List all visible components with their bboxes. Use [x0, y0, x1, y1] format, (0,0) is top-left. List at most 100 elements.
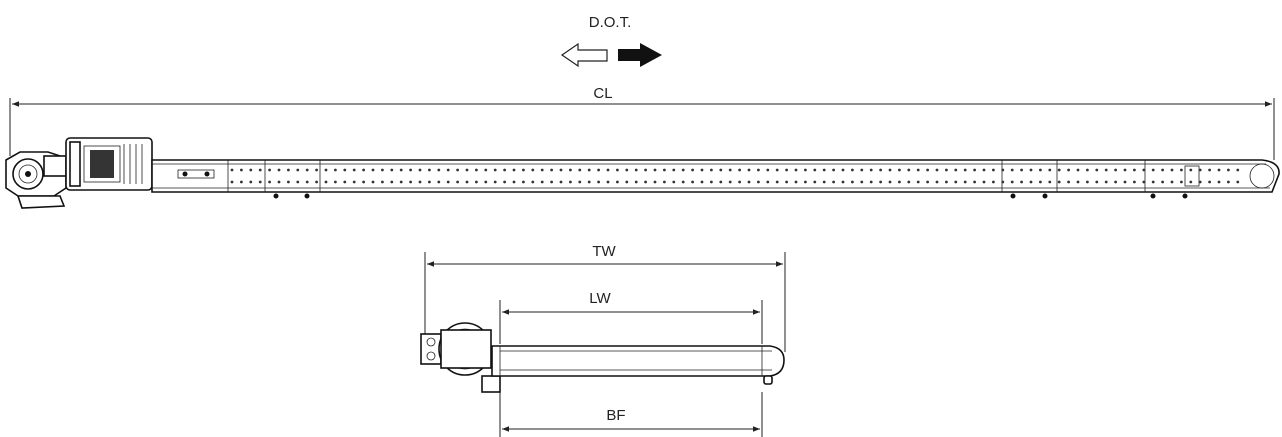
frame-bolt	[681, 168, 685, 172]
frame-bolt	[371, 168, 375, 172]
frame-bolt	[963, 180, 967, 184]
frame-bolt	[569, 180, 572, 184]
idler-pulley-side	[1249, 163, 1275, 189]
frame-bolt	[907, 180, 911, 184]
frame-bolt	[352, 180, 356, 184]
dot-label: D.O.T.	[589, 14, 632, 31]
frame-bolt	[512, 168, 516, 172]
frame-bolt	[268, 180, 271, 184]
frame-bolt	[879, 180, 882, 184]
frame-bolt	[277, 180, 281, 184]
frame-bolt	[1020, 180, 1023, 184]
frame-bolt	[1236, 180, 1240, 184]
frame-bolt	[428, 180, 431, 184]
frame-bolt	[475, 180, 478, 184]
cl-dimension: CL	[9, 85, 1275, 160]
frame-bolt	[1180, 180, 1183, 184]
frame-bolt	[851, 180, 854, 184]
frame-bolt	[898, 180, 901, 184]
frame-bolt	[888, 168, 892, 172]
frame-bolt	[794, 180, 798, 184]
direction-of-travel: D.O.T.	[560, 14, 662, 68]
frame-bolt	[898, 168, 901, 172]
frame-bolt	[1010, 180, 1014, 184]
frame-bolt	[1208, 168, 1211, 172]
frame-bolt	[1029, 168, 1033, 172]
frame-bolt	[1151, 180, 1155, 184]
frame-bolt	[399, 168, 403, 172]
frame-bolt	[343, 168, 347, 172]
frame-bolt	[1001, 168, 1005, 172]
frame-bolt	[1217, 180, 1221, 184]
frame-bolt	[1236, 168, 1240, 172]
frame-bolt	[935, 180, 939, 184]
frame-bolt	[1057, 180, 1061, 184]
frame-bolt	[1067, 168, 1070, 172]
frame-bolt	[390, 180, 394, 184]
frame-bolt	[672, 168, 676, 172]
frame-bolt	[963, 168, 967, 172]
frame-bolt	[766, 180, 770, 184]
lw-dimension: LW	[499, 290, 763, 344]
arrow-right-solid-icon	[618, 43, 662, 67]
frame-bolt	[1151, 168, 1155, 172]
frame-bolt	[785, 168, 788, 172]
conveyor-frame	[151, 159, 1280, 193]
frame-bolt	[371, 180, 375, 184]
frame-bolt	[1010, 168, 1014, 172]
frame-bolt	[644, 168, 647, 172]
conveyor-side-view	[5, 137, 1280, 209]
arrow-left-outline-icon	[560, 42, 608, 68]
frame-bolt	[757, 168, 760, 172]
frame-bolt	[700, 168, 704, 172]
frame-bolt	[456, 180, 459, 184]
bf-label: BF	[606, 407, 625, 424]
frame-bolt	[230, 168, 234, 172]
frame-bolt	[334, 168, 337, 172]
frame-bolt	[597, 168, 600, 172]
frame-bolt	[334, 180, 337, 184]
frame-bolt	[418, 168, 422, 172]
frame-bolt	[258, 180, 262, 184]
frame-bolt	[409, 180, 412, 184]
frame-bolt	[446, 180, 450, 184]
frame-bolt	[324, 168, 328, 172]
frame-bolt	[625, 180, 629, 184]
tw-dimension: TW	[424, 243, 786, 352]
frame-bolt	[550, 180, 553, 184]
frame-bolt	[785, 180, 788, 184]
frame-bolt	[832, 180, 835, 184]
frame-bolt	[362, 168, 365, 172]
frame-bolt	[653, 168, 657, 172]
frame-bolt	[672, 180, 676, 184]
frame-bolt	[230, 180, 234, 184]
frame-bolt	[710, 168, 713, 172]
frame-bolt	[559, 180, 563, 184]
frame-bolt	[813, 168, 817, 172]
frame-bolt	[512, 180, 516, 184]
frame-bolt	[634, 180, 638, 184]
frame-bolt	[1217, 168, 1221, 172]
frame-bolt	[1227, 180, 1230, 184]
frame-bolt	[1048, 168, 1052, 172]
frame-bolt	[531, 168, 535, 172]
frame-bolt	[634, 168, 638, 172]
frame-bolt	[277, 168, 281, 172]
frame-bolt	[869, 180, 873, 184]
frame-bolt	[1114, 180, 1117, 184]
frame-bolt	[503, 168, 506, 172]
frame-bolt	[1104, 180, 1108, 184]
frame-bolt	[446, 168, 450, 172]
frame-bolt	[1189, 168, 1193, 172]
frame-bolt	[484, 180, 488, 184]
tw-label: TW	[592, 243, 616, 260]
frame-bolt	[1076, 180, 1080, 184]
frame-bolt	[531, 180, 535, 184]
gearbox-foot	[16, 195, 66, 209]
frame-bolt	[540, 168, 544, 172]
bf-dimension: BF	[499, 392, 763, 437]
frame-bolt	[1095, 168, 1099, 172]
frame-bolt	[804, 180, 807, 184]
frame-bolt	[493, 168, 497, 172]
frame-bolt	[1142, 180, 1146, 184]
